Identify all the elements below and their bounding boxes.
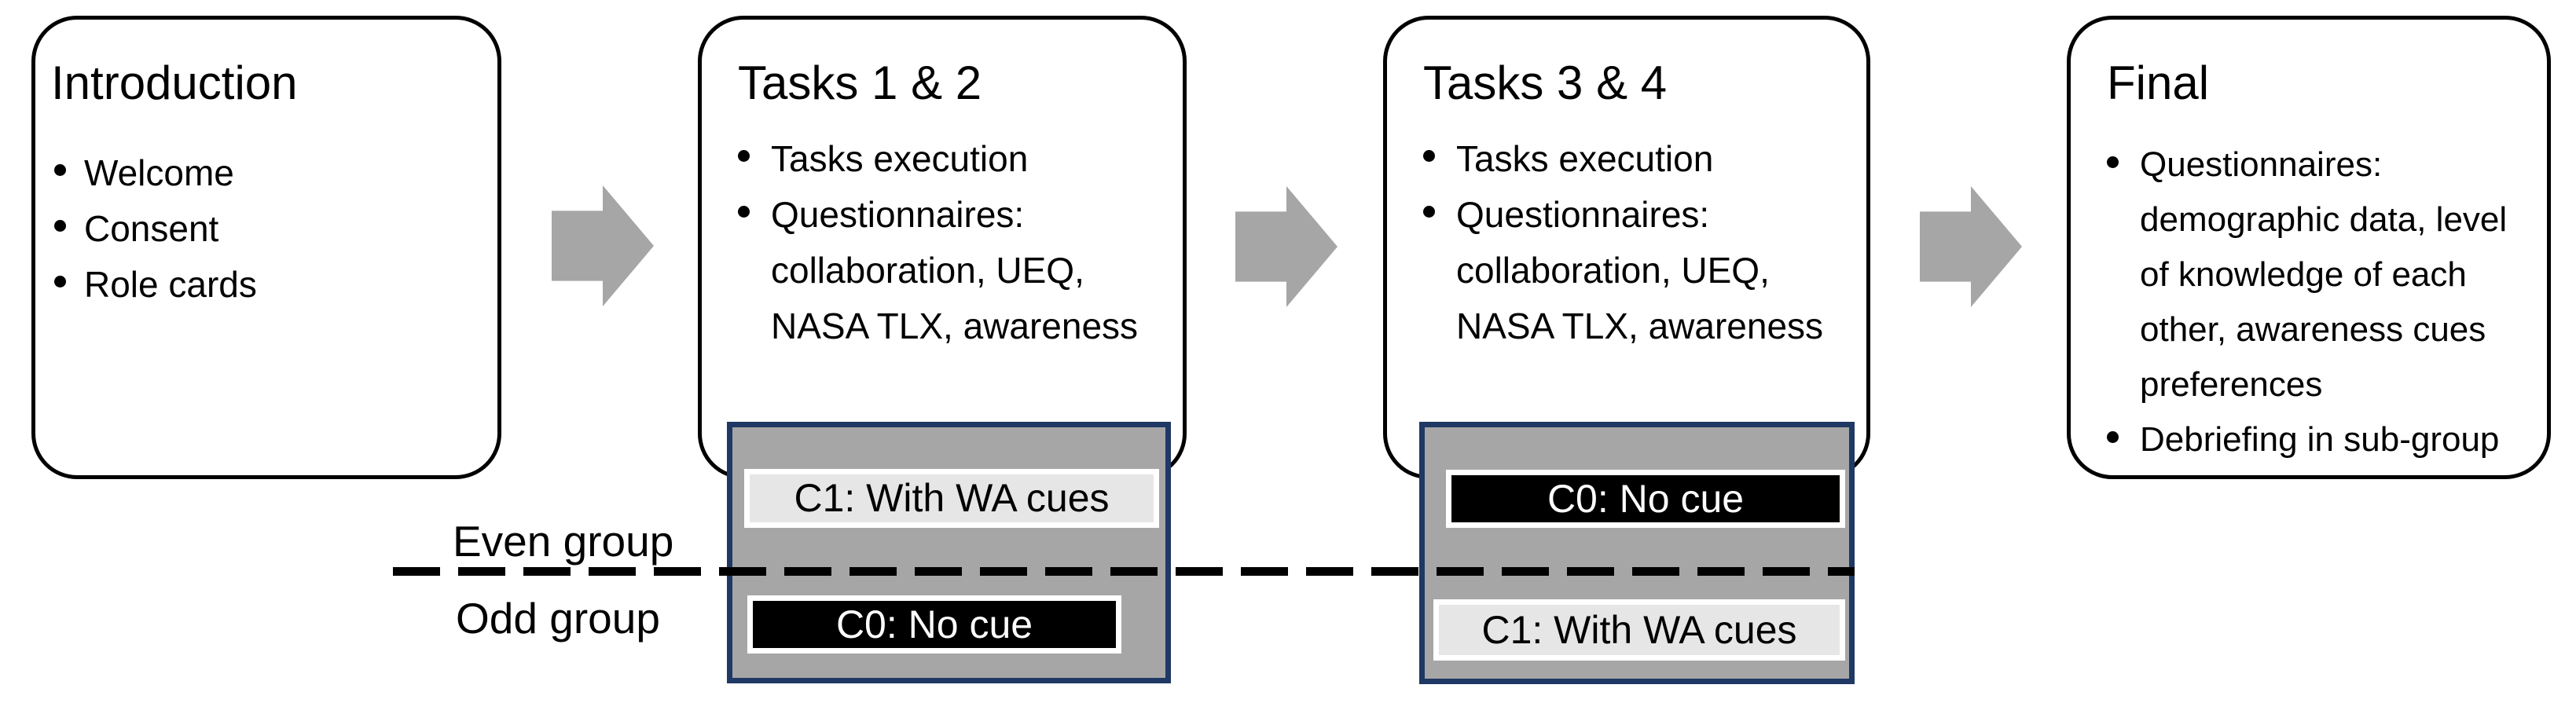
right-arrow-icon [1920, 186, 2022, 307]
bullet-dot-icon [738, 206, 750, 218]
bullet-dot-icon [2107, 431, 2119, 443]
bullet-item: Questionnaires: collaboration, UEQ, NASA… [738, 187, 1156, 354]
condition-panel-tasks-3-4: C0: No cue C1: With WA cues [1419, 422, 1855, 684]
bullet-dot-icon [54, 276, 66, 287]
condition-badge-even-c1: C1: With WA cues [744, 469, 1159, 528]
condition-badge-odd-c0: C0: No cue [747, 595, 1121, 654]
phase-box-tasks-3-4: Tasks 3 & 4 Tasks execution Questionnair… [1383, 16, 1870, 479]
right-arrow-icon [1235, 186, 1338, 307]
bullet-dot-icon [1423, 206, 1435, 218]
bullet-text: Questionnaires: demographic data, level … [2140, 145, 2508, 404]
bullet-text: Role cards [84, 264, 257, 305]
bullet-dot-icon [2107, 156, 2119, 168]
bullet-item: Questionnaires: demographic data, level … [2107, 137, 2511, 412]
phase-box-final: Final Questionnaires: demographic data, … [2067, 16, 2551, 479]
group-divider-dashed-line [393, 567, 1855, 576]
phase-box-introduction: Introduction Welcome Consent Role cards [31, 16, 501, 479]
bullet-text: Welcome [84, 152, 234, 193]
bullet-item: Questionnaires: collaboration, UEQ, NASA… [1423, 187, 1841, 354]
bullet-item: Role cards [54, 257, 479, 313]
bullet-text: Questionnaires: collaboration, UEQ, NASA… [771, 194, 1139, 346]
bullet-list: Tasks execution Questionnaires: collabor… [738, 131, 1156, 354]
bullet-list: Questionnaires: demographic data, level … [2107, 137, 2511, 467]
bullet-item: Tasks execution [1423, 131, 1841, 187]
right-arrow-icon [552, 185, 654, 306]
bullet-item: Welcome [54, 145, 479, 201]
bullet-text: Consent [84, 208, 219, 249]
bullet-text: Tasks execution [771, 138, 1029, 179]
phase-box-tasks-1-2: Tasks 1 & 2 Tasks execution Questionnair… [698, 16, 1187, 479]
phase-title: Introduction [51, 57, 298, 109]
bullet-item: Tasks execution [738, 131, 1156, 187]
group-label-even: Even group [453, 517, 674, 566]
phase-title: Tasks 1 & 2 [738, 57, 982, 109]
condition-panel-tasks-1-2: C1: With WA cues C0: No cue [727, 422, 1171, 683]
bullet-dot-icon [1423, 150, 1435, 162]
bullet-text: Debriefing in sub-group [2140, 420, 2500, 459]
bullet-list: Welcome Consent Role cards [54, 145, 479, 313]
bullet-list: Tasks execution Questionnaires: collabor… [1423, 131, 1841, 354]
condition-badge-even-c0: C0: No cue [1446, 470, 1845, 528]
bullet-text: Tasks execution [1456, 138, 1714, 179]
bullet-text: Questionnaires: collaboration, UEQ, NASA… [1456, 194, 1824, 346]
bullet-dot-icon [54, 220, 66, 232]
phase-title: Final [2107, 57, 2210, 109]
bullet-item: Consent [54, 201, 479, 257]
bullet-item: Debriefing in sub-group [2107, 412, 2511, 467]
group-label-odd: Odd group [456, 594, 660, 643]
bullet-dot-icon [54, 164, 66, 176]
bullet-dot-icon [738, 150, 750, 162]
phase-title: Tasks 3 & 4 [1423, 57, 1668, 109]
condition-badge-odd-c1: C1: With WA cues [1433, 599, 1845, 661]
